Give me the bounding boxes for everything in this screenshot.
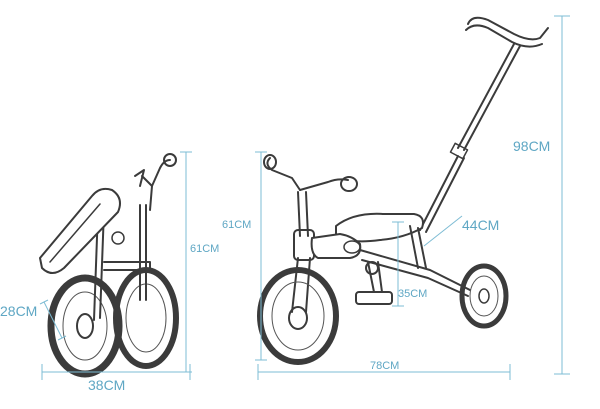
push-rod-joint <box>449 142 469 160</box>
folded-handle-left <box>134 169 145 187</box>
push-rod-lower <box>419 155 465 233</box>
seat-length-label: 44CM <box>462 217 499 233</box>
total-length-dimension: 78CM <box>257 360 511 380</box>
push-handle-bar <box>467 16 549 41</box>
rear-wheel-hub <box>478 288 490 304</box>
steering-stem <box>297 191 309 237</box>
handlebar-right <box>299 178 349 191</box>
rear-frame <box>359 249 471 297</box>
push-height-label: 98CM <box>513 138 550 154</box>
seat-post <box>409 225 427 269</box>
body-light <box>343 240 361 254</box>
folded-front-wheel-rim <box>62 291 108 361</box>
folded-width-dimension: 38CM <box>41 364 191 393</box>
push-rod-upper <box>457 43 521 151</box>
front-fork <box>291 257 311 313</box>
total-length-label: 78CM <box>370 360 399 372</box>
folded-wheel-dimension: 28CM <box>0 299 67 341</box>
tricycle-drawing <box>257 16 549 365</box>
folded-rear-post <box>139 204 147 301</box>
bike-height-dimension: 61CM <box>222 151 267 361</box>
front-wheel-rim <box>271 281 325 351</box>
folded-wheel-label: 28CM <box>0 303 37 319</box>
seat-length-dimension: 44CM <box>423 215 499 247</box>
body-frame <box>310 233 362 259</box>
rear-wheel-tire <box>459 263 509 329</box>
handle-grip-left <box>263 154 277 170</box>
handlebar-left <box>266 157 301 191</box>
pedal <box>355 291 393 305</box>
handle-grip-right <box>340 176 358 192</box>
folded-tricycle-drawing <box>39 153 179 378</box>
folded-seat <box>39 187 121 274</box>
folded-seat-edge <box>49 203 101 263</box>
seat-height-dimension: 35CM <box>392 221 427 307</box>
folded-handle-stem <box>141 175 153 211</box>
folded-handlebar <box>151 159 171 187</box>
push-height-dimension: 98CM <box>513 15 570 375</box>
seat-height-label: 35CM <box>398 288 427 300</box>
folded-front-wheel <box>47 274 123 378</box>
folded-height-label: 61CM <box>190 243 219 255</box>
pedal-arm <box>367 261 383 293</box>
bike-height-label: 61CM <box>222 219 251 231</box>
folded-width-label: 38CM <box>88 377 125 393</box>
front-wheel-hub <box>288 306 308 330</box>
folded-height-dimension: 61CM <box>180 151 219 373</box>
folded-joint <box>111 231 125 245</box>
saddle <box>335 212 424 243</box>
pedal-hub <box>365 261 379 275</box>
folded-handle-grip <box>163 153 177 167</box>
rear-wheel-rim <box>469 275 499 317</box>
push-handle-grip <box>465 24 543 48</box>
folded-front-hub <box>76 313 94 339</box>
front-wheel-tire <box>257 267 339 365</box>
folded-pedal-bar <box>103 261 151 271</box>
